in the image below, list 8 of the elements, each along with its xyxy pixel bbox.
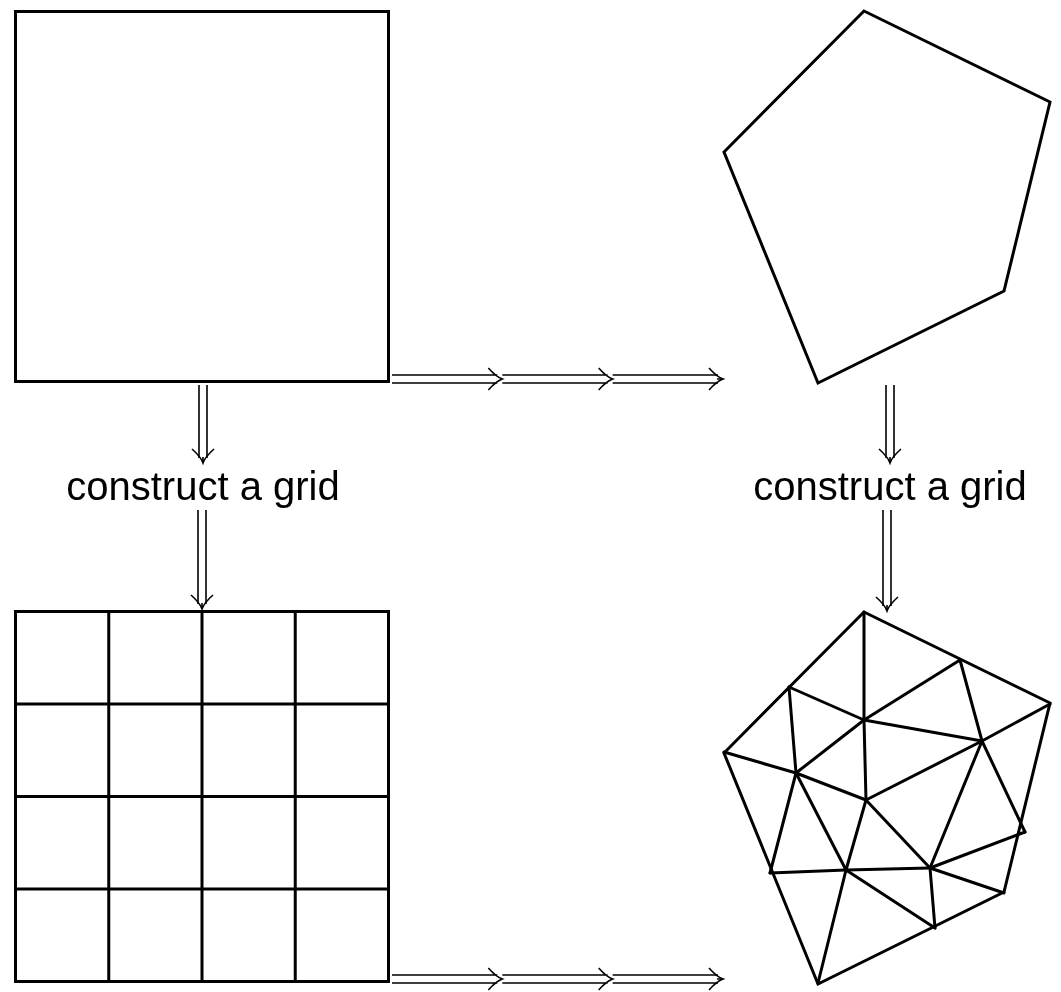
step-label: construct a grid <box>40 464 366 508</box>
double-arrow <box>391 967 724 991</box>
step-label: construct a grid <box>725 464 1055 508</box>
double-arrow <box>878 384 902 464</box>
double-arrow <box>191 384 215 464</box>
double-arrow <box>391 367 724 391</box>
double-arrow <box>190 509 214 610</box>
double-arrow <box>875 509 899 612</box>
